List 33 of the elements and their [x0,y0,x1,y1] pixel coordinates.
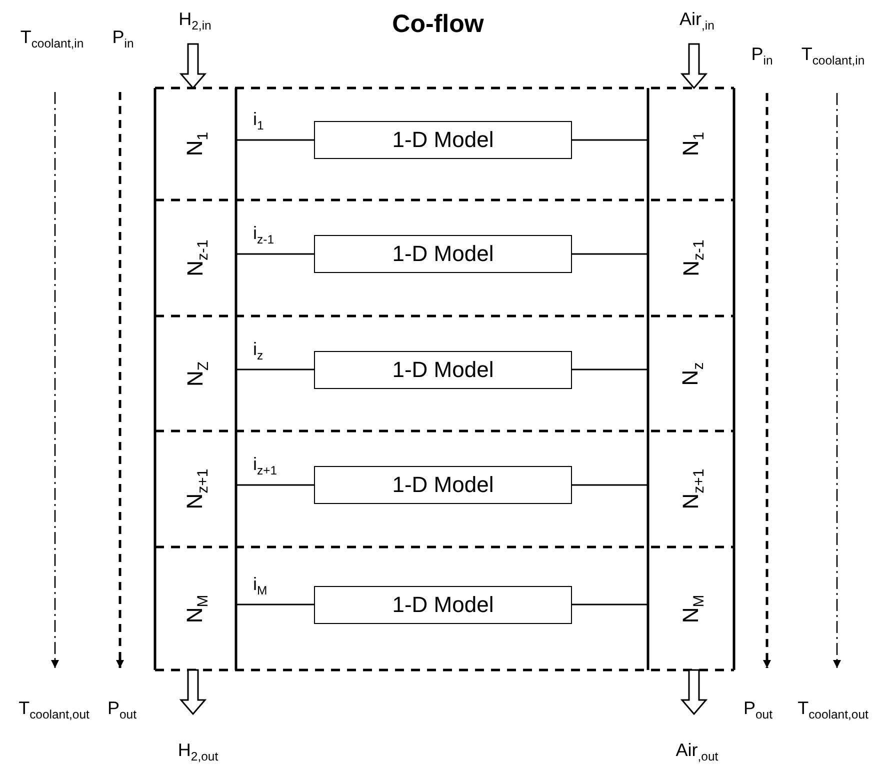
edge-label: i$_{z+1}$ [252,455,278,473]
connector-line [572,253,648,255]
model-box: 1-D Model [314,466,572,504]
variable-label: P$_{out}$ [743,699,773,717]
connector-line [236,253,314,255]
flow-arrow [680,669,708,716]
dashed-arrow [116,92,124,668]
flow-arrow [680,43,708,90]
connector-line [572,368,648,370]
connector-line [236,484,314,486]
edge-label: i$_{z-1}$ [252,224,275,242]
variable-label: P$_{in}$ [751,45,773,63]
title: Co-flow [392,10,484,38]
model-box: 1-D Model [314,350,572,388]
model-box: 1-D Model [314,235,572,273]
model-box: 1-D Model [314,586,572,624]
connector-line [572,139,648,141]
variable-label: P$_{in}$ [112,28,134,46]
variable-label: P$_{out}$ [107,699,137,717]
connector-line [236,604,314,606]
flow-arrow [179,43,207,90]
connector-line [572,484,648,486]
connector-line [236,139,314,141]
dashed-arrow [833,93,841,668]
flow-arrow [179,669,207,716]
model-box: 1-D Model [314,121,572,159]
edge-label: i$_{M}$ [252,574,268,592]
connector-line [236,368,314,370]
connector-line [572,604,648,606]
edge-label: i$_{1}$ [252,110,265,128]
edge-label: i$_{z}$ [252,340,264,358]
dashed-arrow [51,92,59,668]
dashed-arrow [763,93,771,668]
